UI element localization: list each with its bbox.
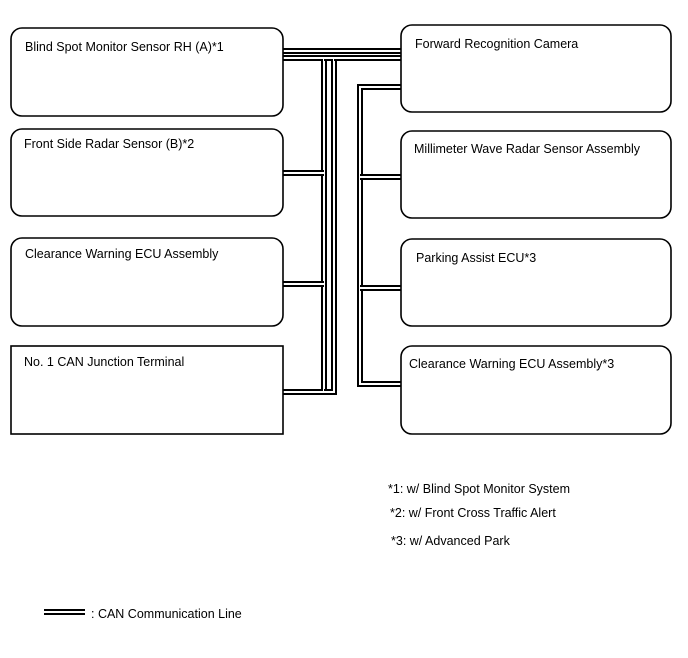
left-component-boxes: Blind Spot Monitor Sensor RH (A)*1 Front… [10,27,284,435]
right-component-boxes: Forward Recognition Camera Millimeter Wa… [400,24,672,435]
box-parking-assist-ecu: Parking Assist ECU*3 [400,238,672,327]
box-label: Front Side Radar Sensor (B)*2 [24,137,194,151]
box-label: Clearance Warning ECU Assembly*3 [409,357,614,371]
footnote-1: *1: w/ Blind Spot Monitor System [388,482,570,496]
box-blind-spot-monitor-sensor: Blind Spot Monitor Sensor RH (A)*1 [10,27,284,117]
legend: : CAN Communication Line [44,607,242,621]
box-millimeter-wave-radar: Millimeter Wave Radar Sensor Assembly [400,130,672,219]
footnotes: *1: w/ Blind Spot Monitor System *2: w/ … [388,482,570,548]
footnote-2: *2: w/ Front Cross Traffic Alert [390,506,556,520]
box-label: No. 1 CAN Junction Terminal [24,355,184,369]
box-can-junction-terminal: No. 1 CAN Junction Terminal [10,345,284,435]
can-bus-lines [283,48,401,395]
box-clearance-warning-ecu-right: Clearance Warning ECU Assembly*3 [400,345,672,435]
box-clearance-warning-ecu-left: Clearance Warning ECU Assembly [10,237,284,327]
box-label: Parking Assist ECU*3 [416,251,536,265]
legend-label: : CAN Communication Line [91,607,242,621]
box-label: Blind Spot Monitor Sensor RH (A)*1 [25,40,224,54]
box-forward-recognition-camera: Forward Recognition Camera [400,24,672,113]
box-front-side-radar-sensor: Front Side Radar Sensor (B)*2 [10,128,284,217]
footnote-3: *3: w/ Advanced Park [391,534,511,548]
box-label: Millimeter Wave Radar Sensor Assembly [414,142,641,156]
box-label: Forward Recognition Camera [415,37,578,51]
box-label: Clearance Warning ECU Assembly [25,247,219,261]
